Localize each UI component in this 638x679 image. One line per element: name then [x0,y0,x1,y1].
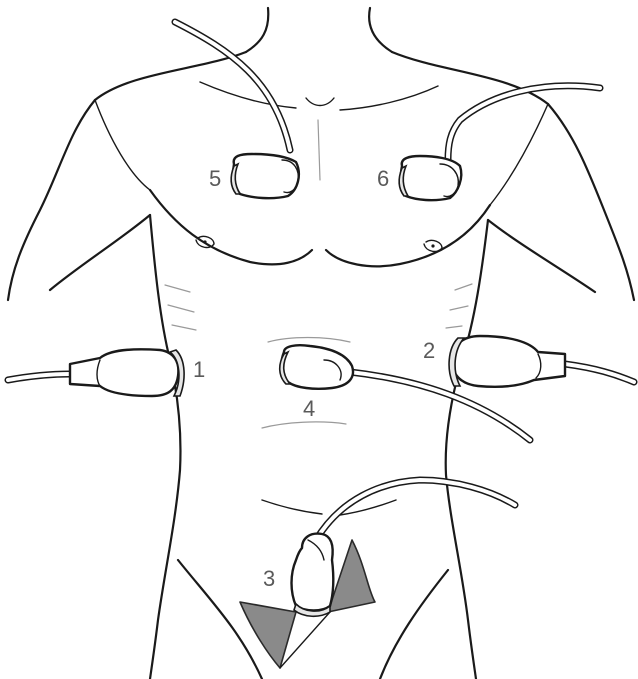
probe-2 [449,336,565,387]
label-5: 5 [209,166,221,192]
probe-5 [231,154,299,198]
label-4: 4 [303,396,315,422]
chest-details [95,82,548,515]
probe-3 [292,534,334,617]
probe-4 [280,345,353,389]
label-1: 1 [193,357,205,383]
probe-6 [399,156,461,200]
label-6: 6 [377,166,389,192]
label-2: 2 [423,338,435,364]
label-3: 3 [263,566,275,592]
probe-1 [70,349,184,396]
